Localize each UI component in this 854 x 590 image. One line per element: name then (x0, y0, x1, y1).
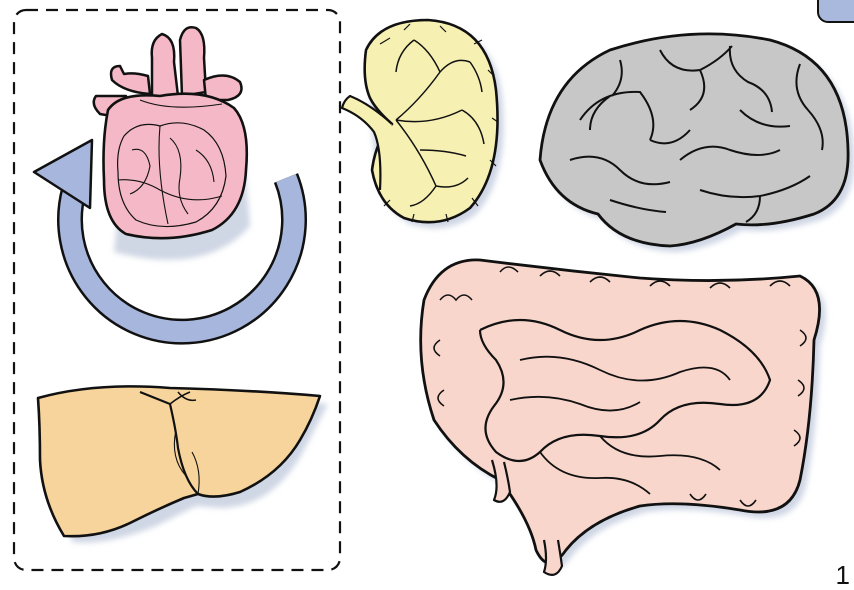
kidney-icon (342, 20, 504, 228)
brain-icon (540, 34, 854, 252)
heart-icon (94, 27, 250, 260)
page-number: 1 (836, 562, 850, 588)
intestines-icon (421, 260, 826, 575)
liver-icon (38, 386, 328, 542)
corner-tab (818, 0, 854, 22)
